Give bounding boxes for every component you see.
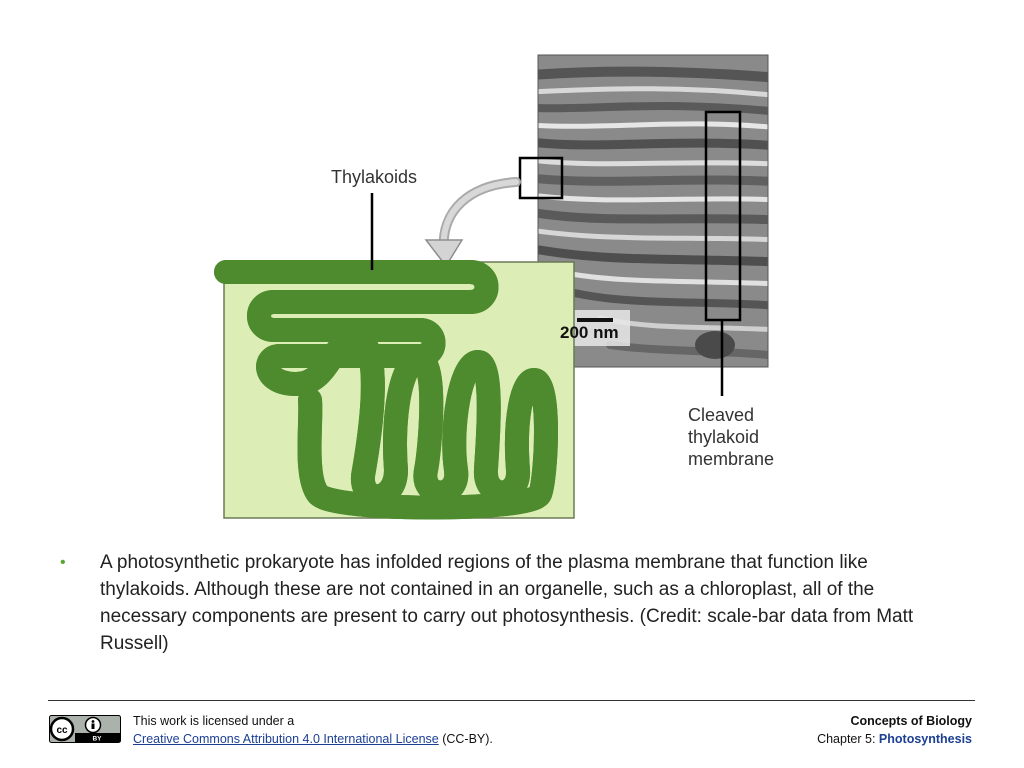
cleaved-label-line-2: thylakoid (688, 427, 760, 447)
cc-by-badge-icon[interactable]: cc BY (49, 715, 121, 743)
prokaryote-figure: Thylakoids Cleaved thylakoid membrane 20… (214, 54, 828, 540)
caption-text: A photosynthetic prokaryote has infolded… (100, 552, 914, 654)
cleaved-label-line-3: membrane (688, 449, 775, 469)
book-info: Concepts of Biology Chapter 5: Photosynt… (817, 712, 972, 748)
license-link[interactable]: Creative Commons Attribution 4.0 Interna… (133, 732, 439, 746)
arrow-head (424, 239, 464, 268)
inset-box (518, 156, 564, 200)
scale-bar-line (577, 318, 613, 322)
thylakoids-label: Thylakoids (331, 167, 418, 187)
figure-illustration (214, 54, 769, 540)
bullet-icon: • (60, 554, 66, 571)
chapter-prefix: Chapter 5: (817, 732, 876, 746)
scale-bar-label: 200 nm (560, 323, 619, 342)
license-suffix: (CC-BY). (442, 732, 493, 746)
caption-bullet: • A photosynthetic prokaryote has infold… (60, 549, 940, 657)
cleaved-label-line-1: Cleaved (688, 405, 755, 425)
chapter-name: Photosynthesis (878, 732, 972, 746)
infolded-membrane (214, 260, 546, 508)
svg-text:cc: cc (56, 725, 68, 736)
license-prefix: This work is licensed under a (133, 714, 295, 728)
micrograph-image (538, 55, 768, 367)
cleaved-membrane-label: Cleaved thylakoid membrane (688, 404, 828, 470)
license-notice: This work is licensed under a Creative C… (133, 712, 493, 748)
book-title: Concepts of Biology (850, 714, 972, 728)
footer-divider (48, 700, 975, 701)
svg-text:BY: BY (92, 736, 102, 743)
